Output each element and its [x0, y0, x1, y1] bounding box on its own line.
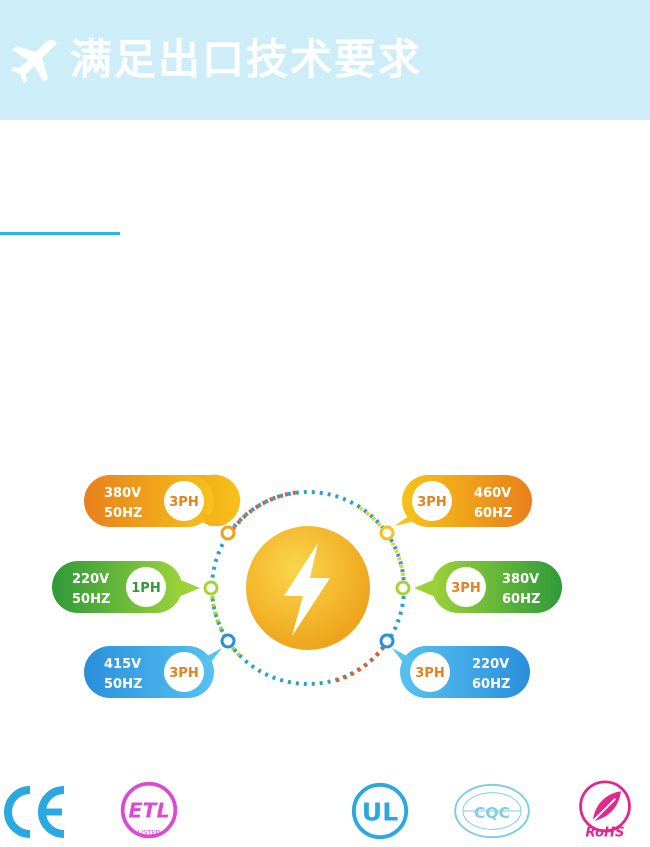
- ring-node: [395, 580, 411, 596]
- page-title: 满足出口技术要求: [70, 35, 423, 84]
- ring-node: [220, 633, 236, 649]
- ring-accent: [331, 638, 390, 684]
- svg-text:RoHS: RoHS: [586, 825, 625, 840]
- spec-voltage: 460V: [474, 486, 511, 501]
- spec-badge-right-1: 3PH 460V 60HZ: [394, 475, 532, 527]
- power-spec-diagram: 380V 50HZ 3PH 220V 50HZ 1PH 415V 50HZ 3P…: [52, 474, 562, 698]
- spec-badge-right-3: 3PH 220V 60HZ: [392, 646, 530, 698]
- svg-text:UL: UL: [362, 798, 398, 827]
- spec-voltage: 380V: [104, 486, 141, 501]
- spec-badge-left-1: 380V 50HZ 3PH: [84, 474, 241, 527]
- accent-divider: [0, 232, 120, 235]
- spec-frequency: 60HZ: [472, 677, 510, 692]
- etl-listed-icon: ETL LISTED: [120, 781, 178, 839]
- spec-phase: 1PH: [131, 581, 160, 596]
- spec-badge-right-2: 3PH 380V 60HZ: [414, 561, 562, 613]
- cqc-mark-icon: CQC: [454, 783, 530, 839]
- spec-voltage: 220V: [472, 657, 509, 672]
- spec-phase: 3PH: [169, 666, 198, 681]
- spec-badge-left-2: 220V 50HZ 1PH: [52, 561, 200, 613]
- ring-node: [220, 525, 236, 541]
- spec-phase: 3PH: [451, 581, 480, 596]
- ul-mark-icon: UL: [351, 782, 409, 840]
- svg-text:CQC: CQC: [474, 804, 510, 822]
- ring-node: [203, 580, 219, 596]
- ring-node: [379, 525, 395, 541]
- rohs-mark-icon: RoHS: [579, 780, 631, 840]
- svg-text:ETL: ETL: [128, 799, 169, 823]
- page-header: 满足出口技术要求: [0, 0, 650, 120]
- svg-text:LISTED: LISTED: [138, 828, 161, 836]
- spec-frequency: 50HZ: [104, 506, 142, 521]
- spec-frequency: 60HZ: [474, 506, 512, 521]
- spec-voltage: 380V: [502, 572, 539, 587]
- airplane-icon: [11, 39, 57, 83]
- spec-phase: 3PH: [169, 495, 198, 510]
- spec-frequency: 60HZ: [502, 592, 540, 607]
- spec-voltage: 220V: [72, 572, 109, 587]
- spec-frequency: 50HZ: [104, 677, 142, 692]
- lightning-bolt-icon: [284, 543, 330, 636]
- spec-voltage: 415V: [104, 657, 141, 672]
- ring-accent: [358, 506, 406, 589]
- spec-frequency: 50HZ: [72, 592, 110, 607]
- spec-phase: 3PH: [417, 495, 446, 510]
- spec-badge-left-3: 415V 50HZ 3PH: [84, 646, 222, 698]
- ring-node: [379, 633, 395, 649]
- ce-mark-icon: [4, 786, 65, 838]
- spec-phase: 3PH: [415, 666, 444, 681]
